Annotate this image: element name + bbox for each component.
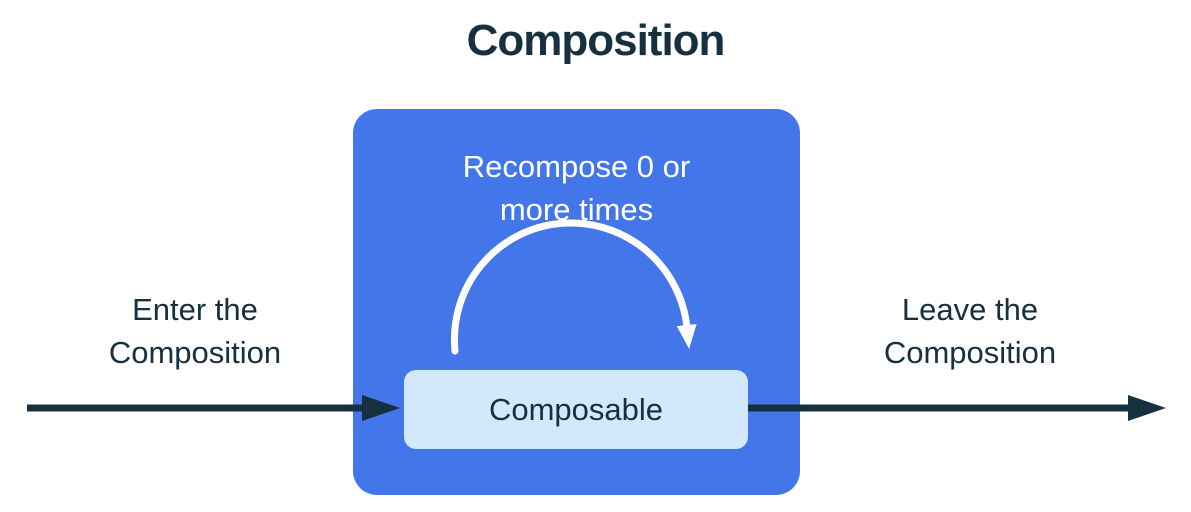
composable-box: Composable xyxy=(404,370,748,449)
recompose-arc-arrow xyxy=(450,219,697,355)
diagram-title: Composition xyxy=(466,16,726,65)
recompose-label: Recompose 0 or more times xyxy=(462,149,691,227)
composable-label: Composable xyxy=(488,391,664,427)
leave-composition-label: Leave the Composition xyxy=(883,292,1057,370)
enter-composition-label: Enter the Composition xyxy=(108,292,282,370)
